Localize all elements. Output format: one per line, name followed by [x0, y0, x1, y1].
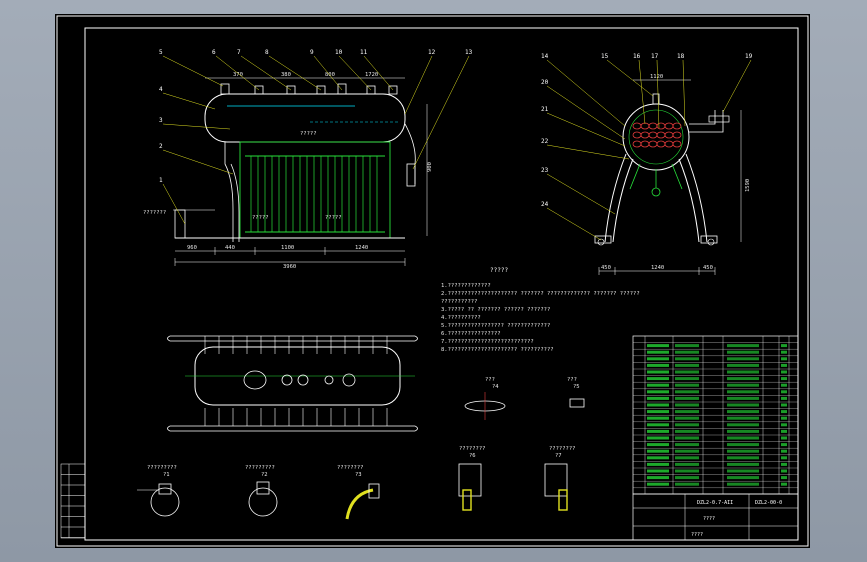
svg-text:?????: ?????: [252, 215, 269, 221]
svg-text:?????: ?????: [300, 131, 317, 137]
svg-text:6.????????????????: 6.????????????????: [441, 331, 501, 337]
callout-14: 14: [541, 53, 549, 60]
inner-frame: [84, 27, 799, 541]
section-detail-1: ????????? ?1: [137, 465, 180, 517]
section-detail-7: ???????? ?7: [544, 446, 576, 511]
callout-20: 20: [541, 79, 549, 86]
callout-21: 21: [541, 106, 549, 113]
svg-text:2.????????????????????? ?????: 2.????????????????????? ??????? ????????…: [441, 291, 640, 297]
svg-text:?????????: ?????????: [245, 465, 275, 471]
svg-text:????????: ????????: [459, 446, 486, 452]
drawing-sheet: ????? ????? ????? 3960 960: [55, 14, 810, 548]
drawing-name: ????: [703, 516, 715, 522]
svg-text:????????: ????????: [549, 446, 576, 452]
svg-text:1100: 1100: [281, 245, 294, 251]
svg-text:?2: ?2: [261, 472, 268, 478]
callout-13: 13: [465, 49, 473, 56]
svg-text:960: 960: [187, 245, 197, 251]
section-detail-5: ??? ?5: [567, 377, 585, 408]
drawing-code: DZL2-00-0: [755, 500, 782, 506]
svg-text:1.?????????????: 1.?????????????: [441, 283, 491, 289]
svg-text:900: 900: [427, 162, 433, 172]
parts-list-table: [632, 335, 799, 495]
callout-9: 9: [310, 49, 314, 56]
callout-22: 22: [541, 138, 549, 145]
svg-text:???: ???: [485, 377, 495, 383]
svg-text:7.??????????????????????????: 7.??????????????????????????: [441, 339, 534, 345]
callout-7: 7: [237, 49, 241, 56]
company-name: ????: [691, 532, 703, 538]
callout-4: 4: [159, 86, 163, 93]
svg-text:8.????????????????????? ?????: 8.????????????????????? ??????????: [441, 347, 554, 353]
callout-24: 24: [541, 201, 549, 208]
callout-17: 17: [651, 53, 659, 60]
callout-15: 15: [601, 53, 609, 60]
section-detail-4: ??? ?4: [464, 377, 506, 420]
callout-5: 5: [159, 49, 163, 56]
section-detail-6: ???????? ?6: [458, 446, 486, 511]
svg-text:?4: ?4: [492, 384, 499, 390]
svg-text:?6: ?6: [469, 453, 476, 459]
drawing-number: DZL2-0.7-AII: [697, 500, 733, 506]
svg-text:?1: ?1: [163, 472, 170, 478]
revision-table: [60, 463, 86, 539]
svg-text:1240: 1240: [355, 245, 368, 251]
callout-10: 10: [335, 49, 343, 56]
callout-19: 19: [745, 53, 753, 60]
callout-1: 1: [159, 177, 163, 184]
svg-text:?7: ?7: [555, 453, 562, 459]
svg-text:???????????: ???????????: [441, 299, 477, 305]
svg-text:?????: ?????: [325, 215, 342, 221]
section-detail-2: ????????? ?2: [245, 465, 278, 517]
title-block: DZL2-0.7-AII DZL2-00-0 ???? ????: [632, 493, 799, 541]
svg-text:???: ???: [567, 377, 577, 383]
svg-text:4.??????????: 4.??????????: [441, 315, 481, 321]
svg-text:3.????? ?? ??????? ??????: 3.????? ?? ??????? ?????? ???????: [441, 307, 550, 313]
svg-text:1720: 1720: [365, 72, 378, 78]
callout-8: 8: [265, 49, 269, 56]
svg-text:5.????????????????? ??????????: 5.????????????????? ?????????????: [441, 323, 550, 329]
front-elevation-view: ????? ????? ????? 3960 960: [143, 49, 473, 270]
callout-6: 6: [212, 49, 216, 56]
callout-2: 2: [159, 143, 163, 150]
side-elevation-view: 1120 450 1240 450 1590 14 15 16 17 18 19 20 21 2…: [541, 53, 753, 275]
callout-18: 18: [677, 53, 685, 60]
callout-3: 3: [159, 117, 163, 124]
svg-text:380: 380: [281, 72, 291, 78]
plan-view: [167, 335, 418, 432]
svg-text:450: 450: [703, 265, 713, 271]
notes-title: ?????: [490, 267, 508, 274]
svg-text:1240: 1240: [651, 265, 664, 271]
svg-text:1590: 1590: [745, 179, 751, 192]
svg-text:?????????: ?????????: [147, 465, 177, 471]
svg-text:?5: ?5: [573, 384, 580, 390]
drawing-canvas: ????? ????? ????? 3960 960: [56, 15, 809, 547]
outer-frame: [56, 15, 809, 547]
svg-text:1120: 1120: [650, 74, 663, 80]
svg-text:????????: ????????: [337, 465, 364, 471]
section-detail-3: ???????? ?3: [337, 465, 380, 520]
callout-11: 11: [360, 49, 368, 56]
svg-text:370: 370: [233, 72, 243, 78]
callout-12: 12: [428, 49, 436, 56]
callout-23: 23: [541, 167, 549, 174]
svg-text:450: 450: [601, 265, 611, 271]
technical-notes: ????? 1.????????????? 2.????????????????…: [441, 267, 640, 353]
water-level-note: ???????: [143, 210, 166, 216]
callout-16: 16: [633, 53, 641, 60]
svg-text:440: 440: [225, 245, 235, 251]
svg-text:?3: ?3: [355, 472, 362, 478]
overall-length-dim: 3960: [283, 264, 296, 270]
